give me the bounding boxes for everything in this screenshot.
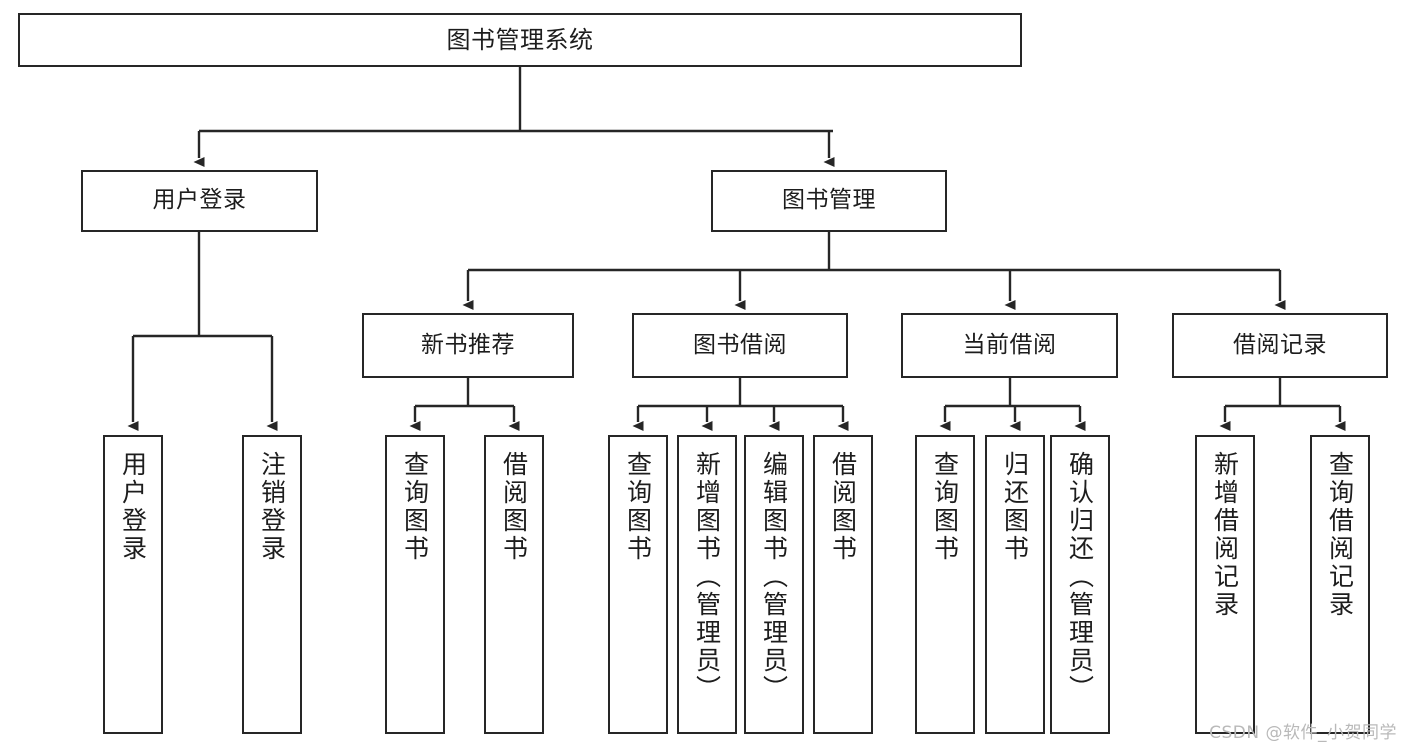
node-leaf-edit-book-label: 编辑图书（管理员） xyxy=(759,451,789,703)
node-root-label: 图书管理系统 xyxy=(446,25,594,54)
node-leaf-add-book-label: 新增图书（管理员） xyxy=(692,451,722,703)
node-leaf-query-book-1[interactable]: 查询图书 xyxy=(385,435,445,734)
node-leaf-borrow-book-2-label: 借阅图书 xyxy=(828,451,858,563)
node-current-borrow-label: 当前借阅 xyxy=(962,331,1057,358)
node-leaf-add-record-label: 新增借阅记录 xyxy=(1210,451,1240,619)
node-leaf-add-record[interactable]: 新增借阅记录 xyxy=(1195,435,1255,734)
node-leaf-confirm-return-label: 确认归还（管理员） xyxy=(1065,451,1095,703)
node-book-borrow[interactable]: 图书借阅 xyxy=(632,313,848,378)
node-book-manage-label: 图书管理 xyxy=(782,187,876,214)
node-user-login-label: 用户登录 xyxy=(152,187,247,214)
csdn-watermark: CSDN @软件_小贺同学 xyxy=(1209,723,1397,743)
node-leaf-logout-label: 注销登录 xyxy=(257,451,287,563)
node-leaf-query-book-3-label: 查询图书 xyxy=(930,451,960,563)
node-leaf-return-book[interactable]: 归还图书 xyxy=(985,435,1045,734)
node-new-book-rec[interactable]: 新书推荐 xyxy=(362,313,574,378)
node-leaf-query-book-2-label: 查询图书 xyxy=(623,451,653,563)
node-leaf-user-login[interactable]: 用户登录 xyxy=(103,435,163,734)
node-leaf-edit-book[interactable]: 编辑图书（管理员） xyxy=(744,435,804,734)
node-borrow-record[interactable]: 借阅记录 xyxy=(1172,313,1388,378)
node-leaf-confirm-return[interactable]: 确认归还（管理员） xyxy=(1050,435,1110,734)
node-book-manage[interactable]: 图书管理 xyxy=(711,170,947,232)
node-leaf-borrow-book-1-label: 借阅图书 xyxy=(499,451,529,563)
node-leaf-borrow-book-1[interactable]: 借阅图书 xyxy=(484,435,544,734)
node-root[interactable]: 图书管理系统 xyxy=(18,13,1022,67)
node-leaf-query-book-1-label: 查询图书 xyxy=(400,451,430,563)
node-leaf-query-record-label: 查询借阅记录 xyxy=(1325,451,1355,619)
node-user-login[interactable]: 用户登录 xyxy=(81,170,318,232)
node-leaf-query-record[interactable]: 查询借阅记录 xyxy=(1310,435,1370,734)
node-leaf-add-book[interactable]: 新增图书（管理员） xyxy=(677,435,737,734)
node-new-book-rec-label: 新书推荐 xyxy=(421,331,515,358)
node-leaf-query-book-2[interactable]: 查询图书 xyxy=(608,435,668,734)
node-book-borrow-label: 图书借阅 xyxy=(693,331,787,358)
node-leaf-borrow-book-2[interactable]: 借阅图书 xyxy=(813,435,873,734)
node-leaf-return-book-label: 归还图书 xyxy=(1000,451,1030,563)
node-borrow-record-label: 借阅记录 xyxy=(1233,331,1327,358)
node-leaf-logout[interactable]: 注销登录 xyxy=(242,435,302,734)
node-current-borrow[interactable]: 当前借阅 xyxy=(901,313,1118,378)
node-leaf-user-login-label: 用户登录 xyxy=(118,451,148,563)
node-leaf-query-book-3[interactable]: 查询图书 xyxy=(915,435,975,734)
